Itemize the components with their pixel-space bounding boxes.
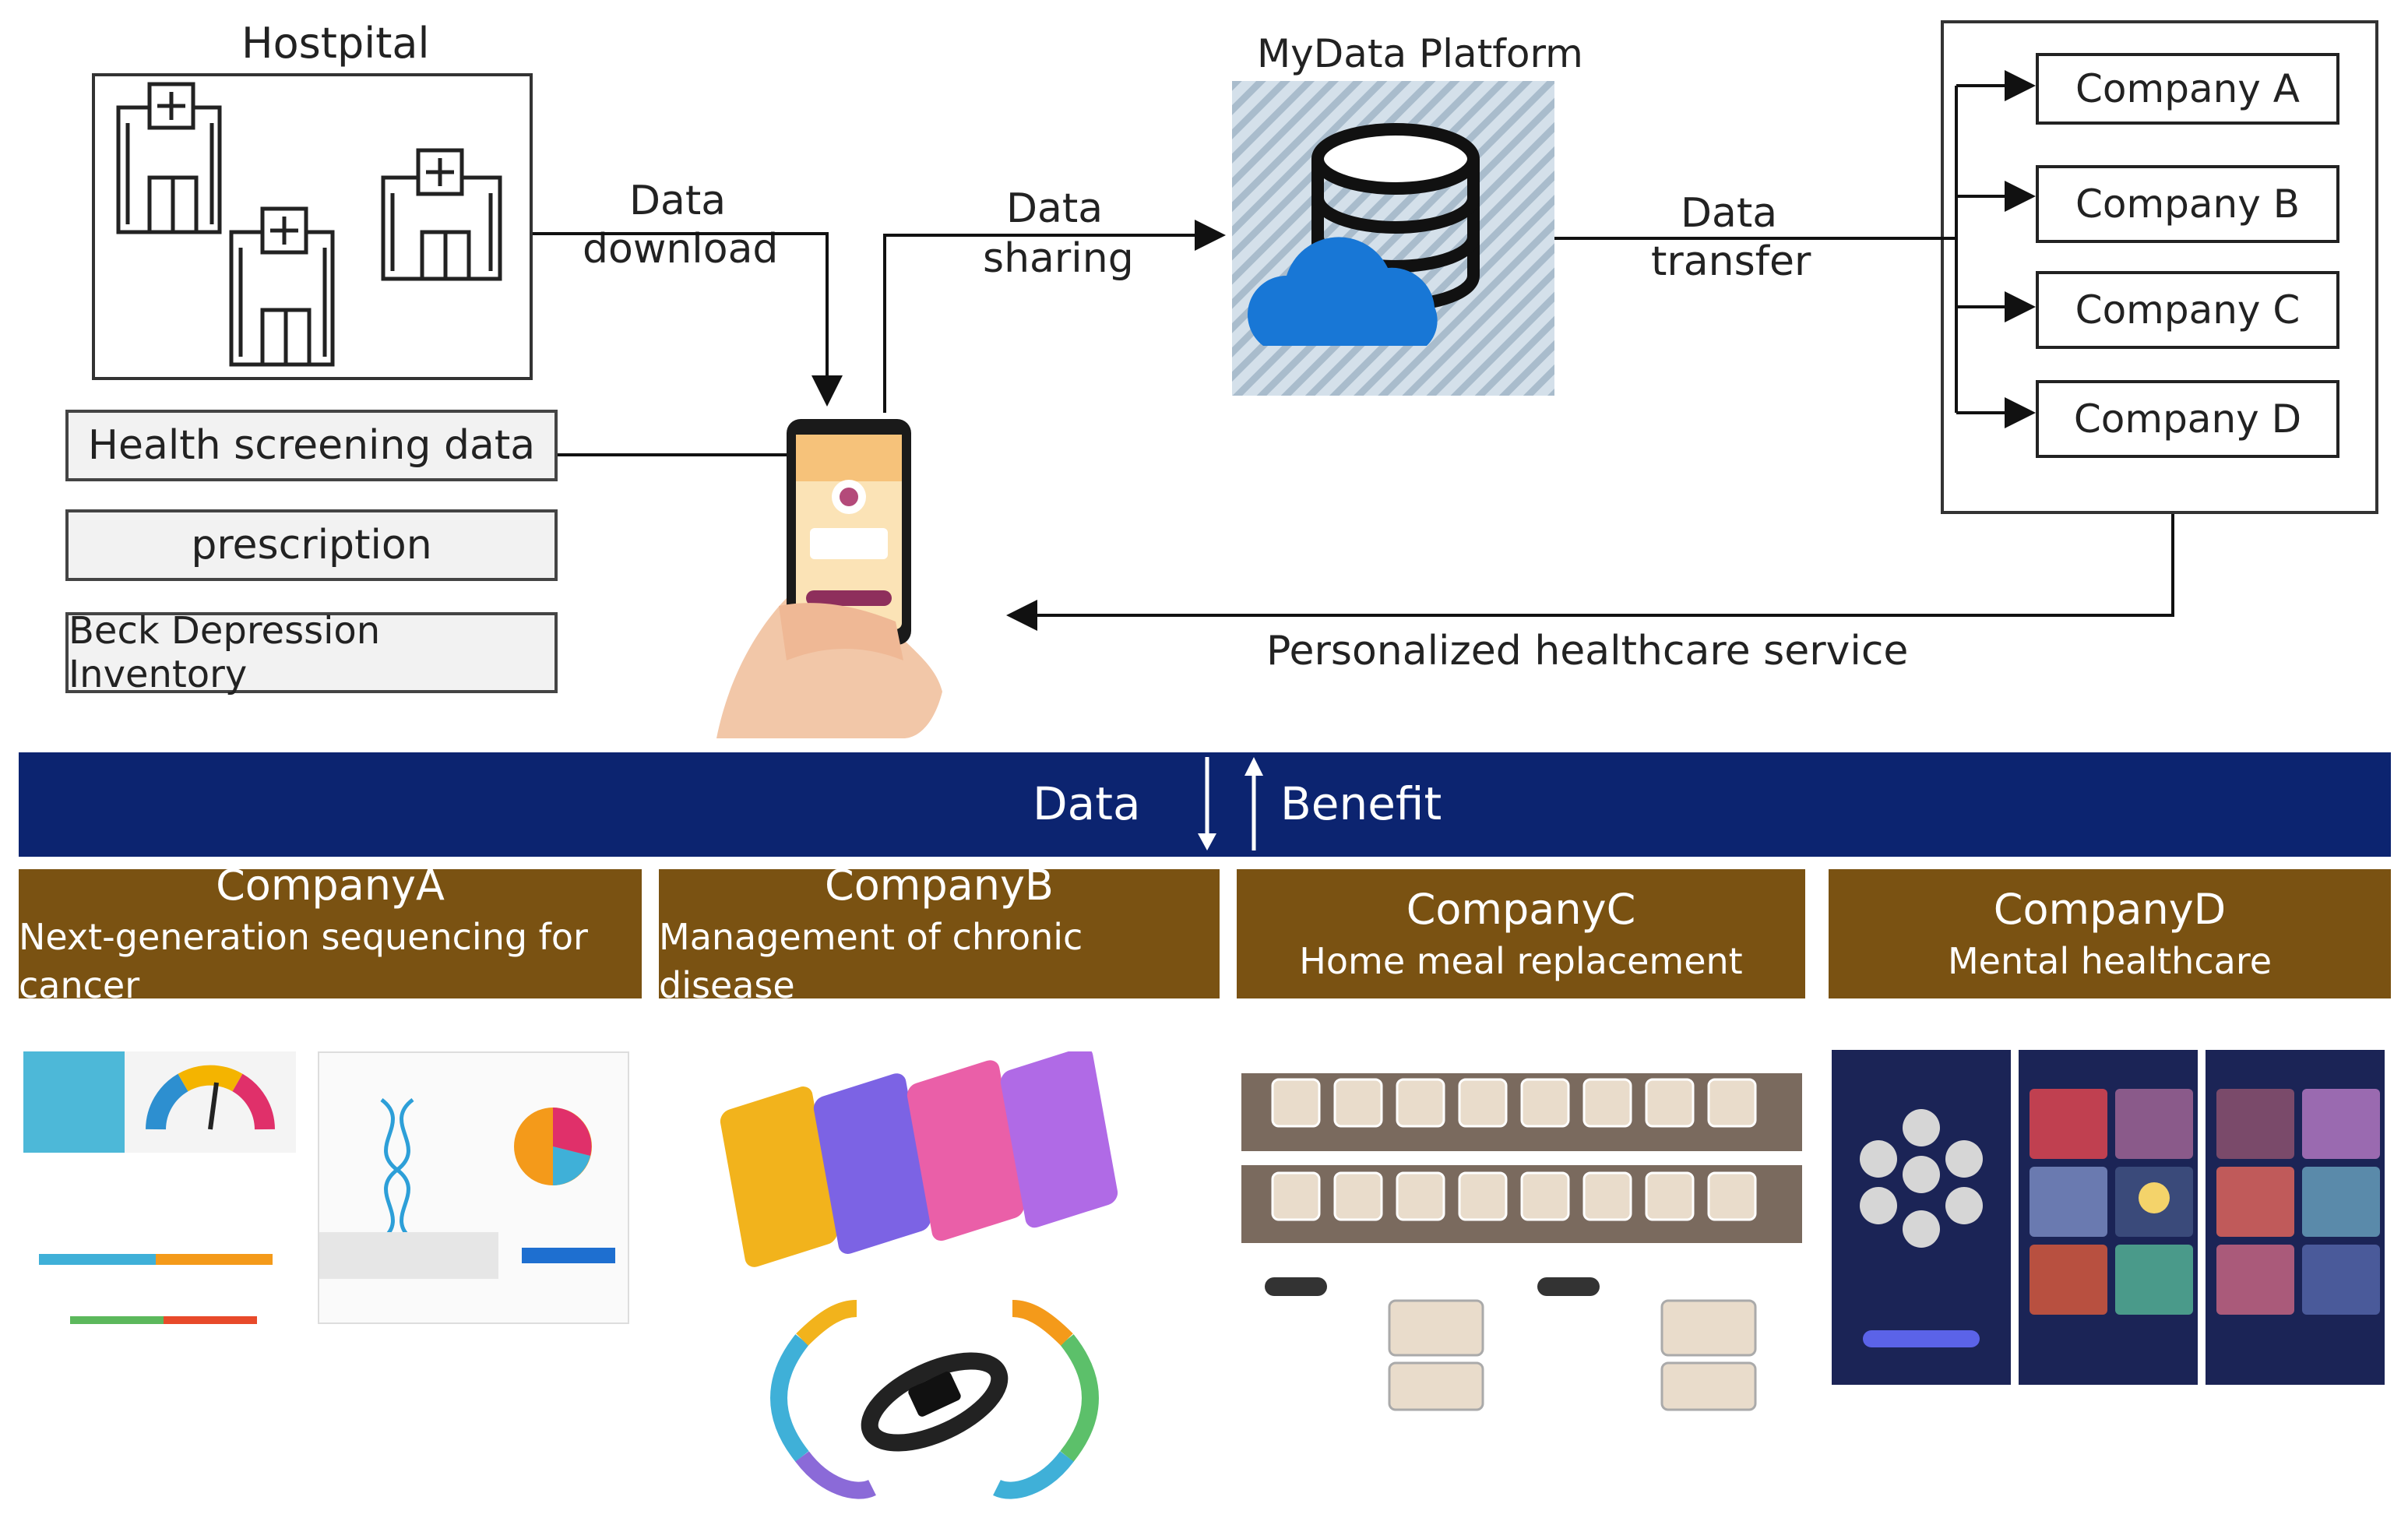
company-d-bar: CompanyD Mental healthcare	[1829, 869, 2391, 998]
company-a-bar: CompanyA Next-generation sequencing for …	[19, 861, 642, 1006]
data-item-prescription: prescription	[65, 509, 558, 581]
flow-transfer-label-2: transfer	[1651, 238, 1811, 285]
company-d-box: Company D	[2036, 380, 2339, 458]
smartphone-illustration	[701, 411, 958, 738]
hospital-title: Hostpital	[241, 19, 430, 68]
company-d-screenshot	[1832, 1050, 2385, 1385]
pie-chart-icon	[514, 1108, 592, 1185]
company-a-screenshot-1	[23, 1051, 296, 1347]
banner-benefit-label: Benefit	[1280, 777, 1442, 830]
platform-box	[1232, 81, 1554, 396]
company-c-desc: Home meal replacement	[1299, 940, 1743, 982]
company-d-desc: Mental healthcare	[1947, 940, 2272, 982]
meal-tray-icon	[1241, 1073, 1802, 1411]
company-c-name: CompanyC	[1406, 885, 1636, 934]
data-item-health-screening: Health screening data	[65, 410, 558, 481]
flow-transfer-label-1: Data	[1681, 190, 1778, 237]
hospital-icon	[116, 82, 502, 367]
banner-data-label: Data	[1033, 777, 1141, 830]
company-a-box: Company A	[2036, 53, 2339, 125]
wristband-icon	[861, 1352, 1009, 1452]
company-a-desc: Next-generation sequencing for cancer	[19, 916, 588, 1006]
company-d-name: CompanyD	[1993, 885, 2227, 934]
data-item-beck-depression: Beck Depression Inventory	[65, 609, 558, 696]
company-c-bar: CompanyC Home meal replacement	[1237, 869, 1805, 998]
moon-icon	[2139, 1182, 2170, 1213]
flow-sharing-label-1: Data	[1006, 185, 1104, 232]
company-b-desc: Management of chronic disease	[659, 916, 1083, 1006]
flow-connectors	[533, 70, 2174, 631]
banner-arrows	[1198, 757, 1263, 850]
flow-download-label-1: Data	[629, 178, 727, 224]
company-a-screenshot-2	[318, 1051, 629, 1324]
gauge-icon	[146, 1065, 275, 1130]
company-b-box: Company B	[2036, 165, 2339, 243]
company-b-screenshot	[701, 1047, 1184, 1511]
flow-service-label: Personalized healthcare service	[1266, 628, 1909, 674]
company-c-screenshot	[1241, 1051, 1802, 1418]
company-b-name: CompanyB	[825, 861, 1054, 910]
flow-sharing-label-2: sharing	[983, 235, 1134, 282]
data-benefit-banner: Data Benefit	[19, 752, 2391, 857]
company-c-box: Company C	[2036, 271, 2339, 349]
company-a-name: CompanyA	[216, 861, 445, 910]
platform-title: MyData Platform	[1257, 31, 1583, 76]
cloud-icon	[1248, 237, 1438, 346]
dna-icon	[380, 1098, 414, 1241]
company-b-bar: CompanyB Management of chronic disease	[659, 861, 1220, 1006]
hospital-box	[92, 73, 533, 380]
smartphone-icon	[716, 419, 942, 738]
